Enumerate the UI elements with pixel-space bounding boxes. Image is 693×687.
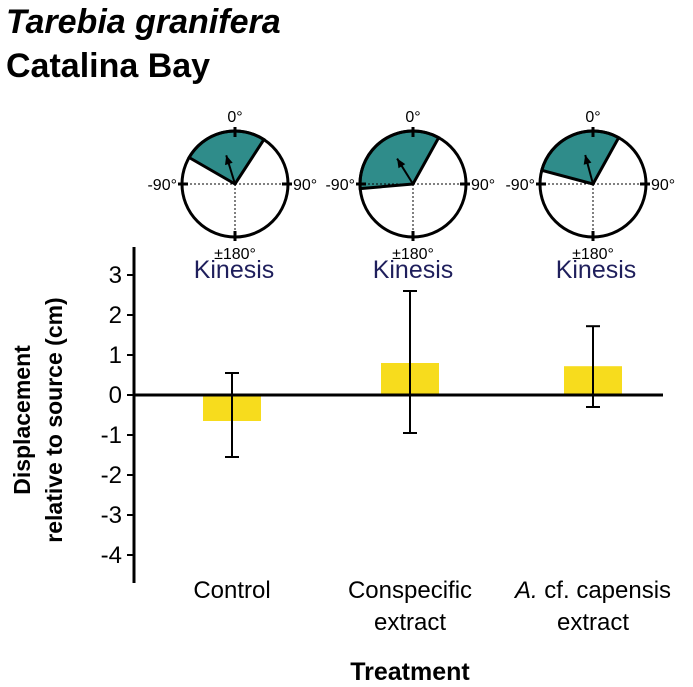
kinesis-annotation: Kinesis: [194, 256, 275, 284]
y-tick-label: -4: [101, 542, 122, 569]
rose-label-top: 0°: [585, 109, 600, 126]
x-category-label: extract: [374, 609, 446, 636]
x-category-label: Control: [193, 577, 270, 604]
bars: [134, 290, 663, 458]
x-axis-title: Treatment: [350, 658, 470, 686]
orientation-rose: 0° -90° 90° ±180°: [325, 109, 495, 263]
x-category-label: extract: [557, 609, 629, 636]
y-tick-label: -3: [101, 502, 122, 529]
y-axis-title: relative to source (cm): [41, 297, 67, 542]
chart-title-site: Catalina Bay: [6, 47, 211, 85]
orientation-roses: 0° -90° 90° ±180° 0° -90° 90° ±180° 0° -90° 90° ±18…: [147, 109, 675, 263]
y-tick-label: -1: [101, 422, 122, 449]
orientation-rose: 0° -90° 90° ±180°: [505, 109, 675, 263]
rose-arrowhead: [397, 158, 406, 169]
kinesis-annotations: Kinesis Kinesis Kinesis: [194, 256, 637, 284]
x-axis-categories: Control Conspecific extract A. cf. capensis…: [193, 577, 671, 636]
rose-label-bottom: ±180°: [392, 246, 434, 263]
rose-label-left: -90°: [147, 177, 177, 194]
x-category-text: cf. capensis: [538, 577, 671, 604]
rose-arrowhead: [225, 155, 233, 166]
x-category-label: A. cf. capensis: [513, 577, 671, 604]
rose-label-bottom: ±180°: [214, 246, 256, 263]
y-tick-label: 1: [109, 342, 122, 369]
orientation-rose: 0° -90° 90° ±180°: [147, 109, 317, 263]
y-axis-title: Displacement: [9, 345, 35, 495]
rose-label-top: 0°: [405, 109, 420, 126]
y-axis: 3 2 1 0 -1 -2 -3 -4: [101, 247, 136, 583]
rose-label-right: 90°: [471, 177, 495, 194]
rose-arrowhead: [583, 155, 592, 165]
rose-label-right: 90°: [651, 177, 675, 194]
y-tick-label: 2: [109, 302, 122, 329]
kinesis-annotation: Kinesis: [373, 256, 454, 284]
x-category-label: Conspecific: [348, 577, 472, 604]
rose-label-bottom: ±180°: [572, 246, 614, 263]
y-tick-label: -2: [101, 462, 122, 489]
rose-label-top: 0°: [227, 109, 242, 126]
rose-label-left: -90°: [325, 177, 355, 194]
rose-label-right: 90°: [293, 177, 317, 194]
kinesis-annotation: Kinesis: [556, 256, 637, 284]
x-category-italic: A.: [513, 577, 538, 604]
rose-label-left: -90°: [505, 177, 535, 194]
y-tick-label: 0: [109, 382, 122, 409]
y-tick-label: 3: [109, 262, 122, 289]
chart-title-species: Tarebia granifera: [6, 3, 281, 41]
